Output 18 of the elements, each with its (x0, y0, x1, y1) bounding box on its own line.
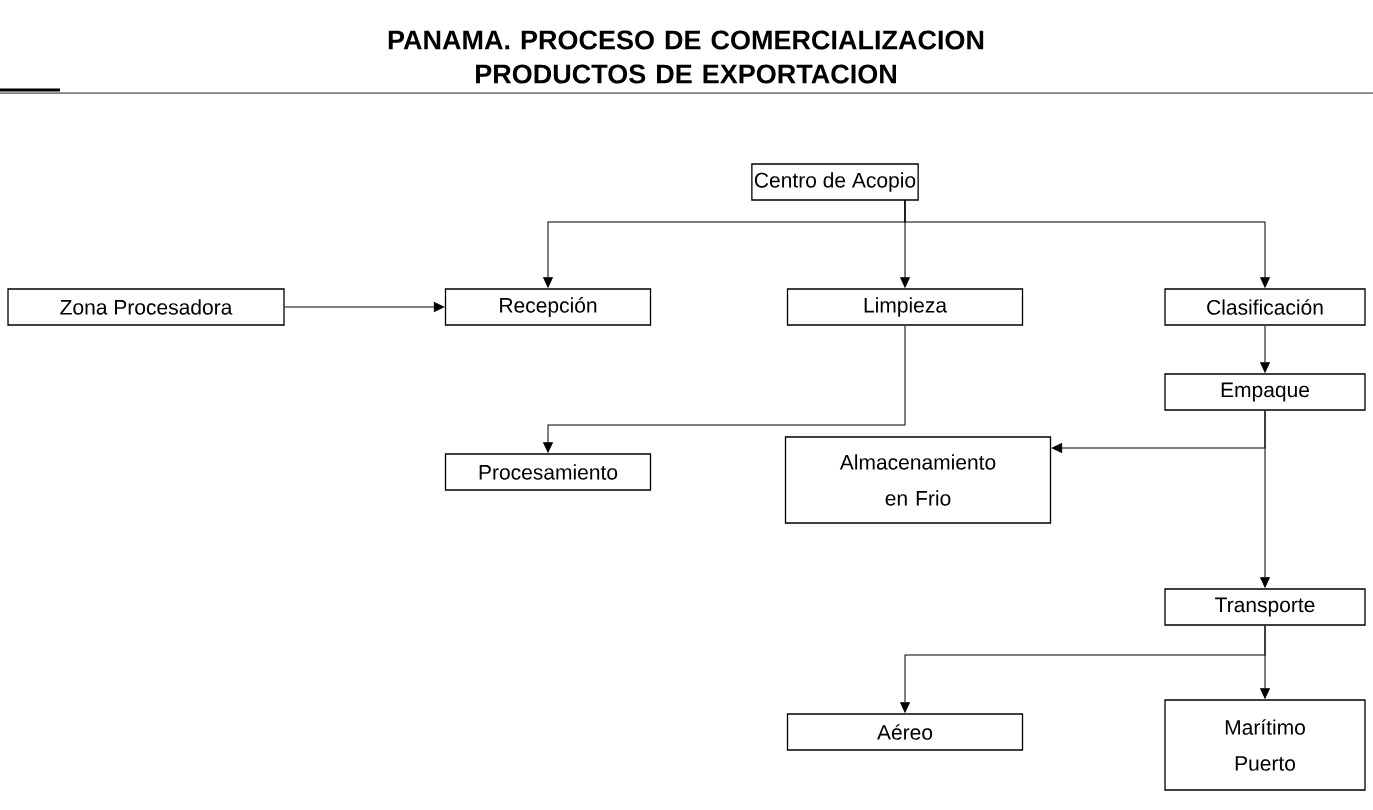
process-box: Aéreo (786, 713, 1024, 751)
process-box: Transporte (1164, 588, 1366, 626)
process-box: Recepción (444, 288, 652, 326)
process-box: Procesamiento (444, 453, 652, 491)
process-box: Limpieza (786, 288, 1024, 326)
arrow (1260, 325, 1270, 373)
arrow (543, 325, 906, 453)
arrow (1260, 410, 1270, 588)
arrow (1260, 625, 1270, 699)
process-box: Marítimo Puerto (1164, 699, 1366, 791)
title: PANAMA. PROCESO DE COMERCIALIZACION PRODUCTOS DE EXPORTACION (388, 30, 984, 84)
arrow (904, 199, 1270, 288)
process-box: Clasificación (1164, 288, 1366, 326)
process-box: Centro de Acopio (751, 163, 919, 201)
process-box: Zona Procesadora (7, 288, 285, 326)
process-box: Almacenamiento en Frio (784, 436, 1052, 524)
arrow (284, 302, 445, 312)
process-box: Empaque (1164, 373, 1366, 411)
